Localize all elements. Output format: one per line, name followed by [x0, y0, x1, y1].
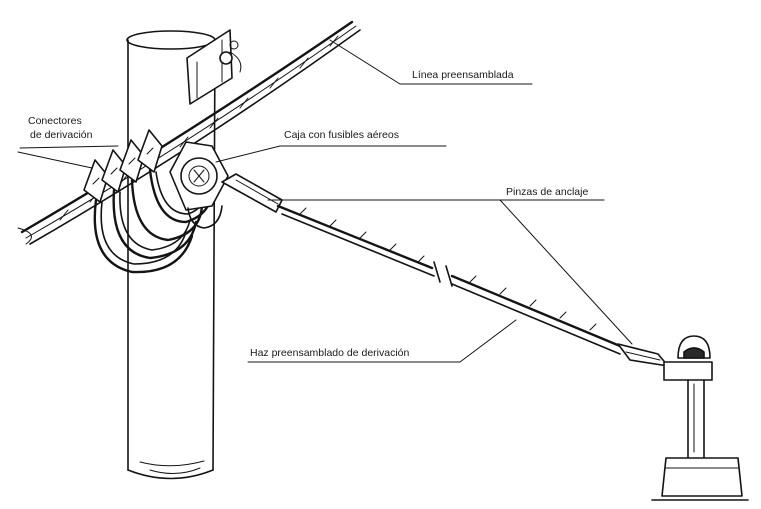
- leader-haz: [247, 319, 517, 363]
- pole-top-bracket: [186, 29, 242, 105]
- label-linea-preensamblada: Línea preensamblada: [412, 69, 514, 81]
- label-conectores-line1: Conectores: [28, 115, 82, 127]
- leader-conectores-b: [19, 145, 119, 149]
- callout-leaders: [17, 39, 633, 363]
- leader-linea: [329, 39, 533, 85]
- label-conectores-line2: de derivación: [30, 129, 93, 141]
- wall-support-bracket: [651, 335, 749, 501]
- leader-conectores-a: [17, 151, 93, 169]
- label-caja-fusibles: Caja con fusibles aéreos: [284, 129, 399, 141]
- utility-pole: [126, 30, 216, 480]
- aerial-fuse-box: [169, 141, 229, 229]
- label-haz-derivacion: Haz preensamblado de derivación: [250, 347, 410, 359]
- leader-caja: [215, 145, 447, 163]
- derivation-bundle-cable: [221, 173, 669, 367]
- leader-pinzas-down: [499, 199, 633, 345]
- derivation-connectors: [83, 129, 163, 203]
- label-pinzas-anclaje: Pinzas de anclaje: [506, 186, 588, 198]
